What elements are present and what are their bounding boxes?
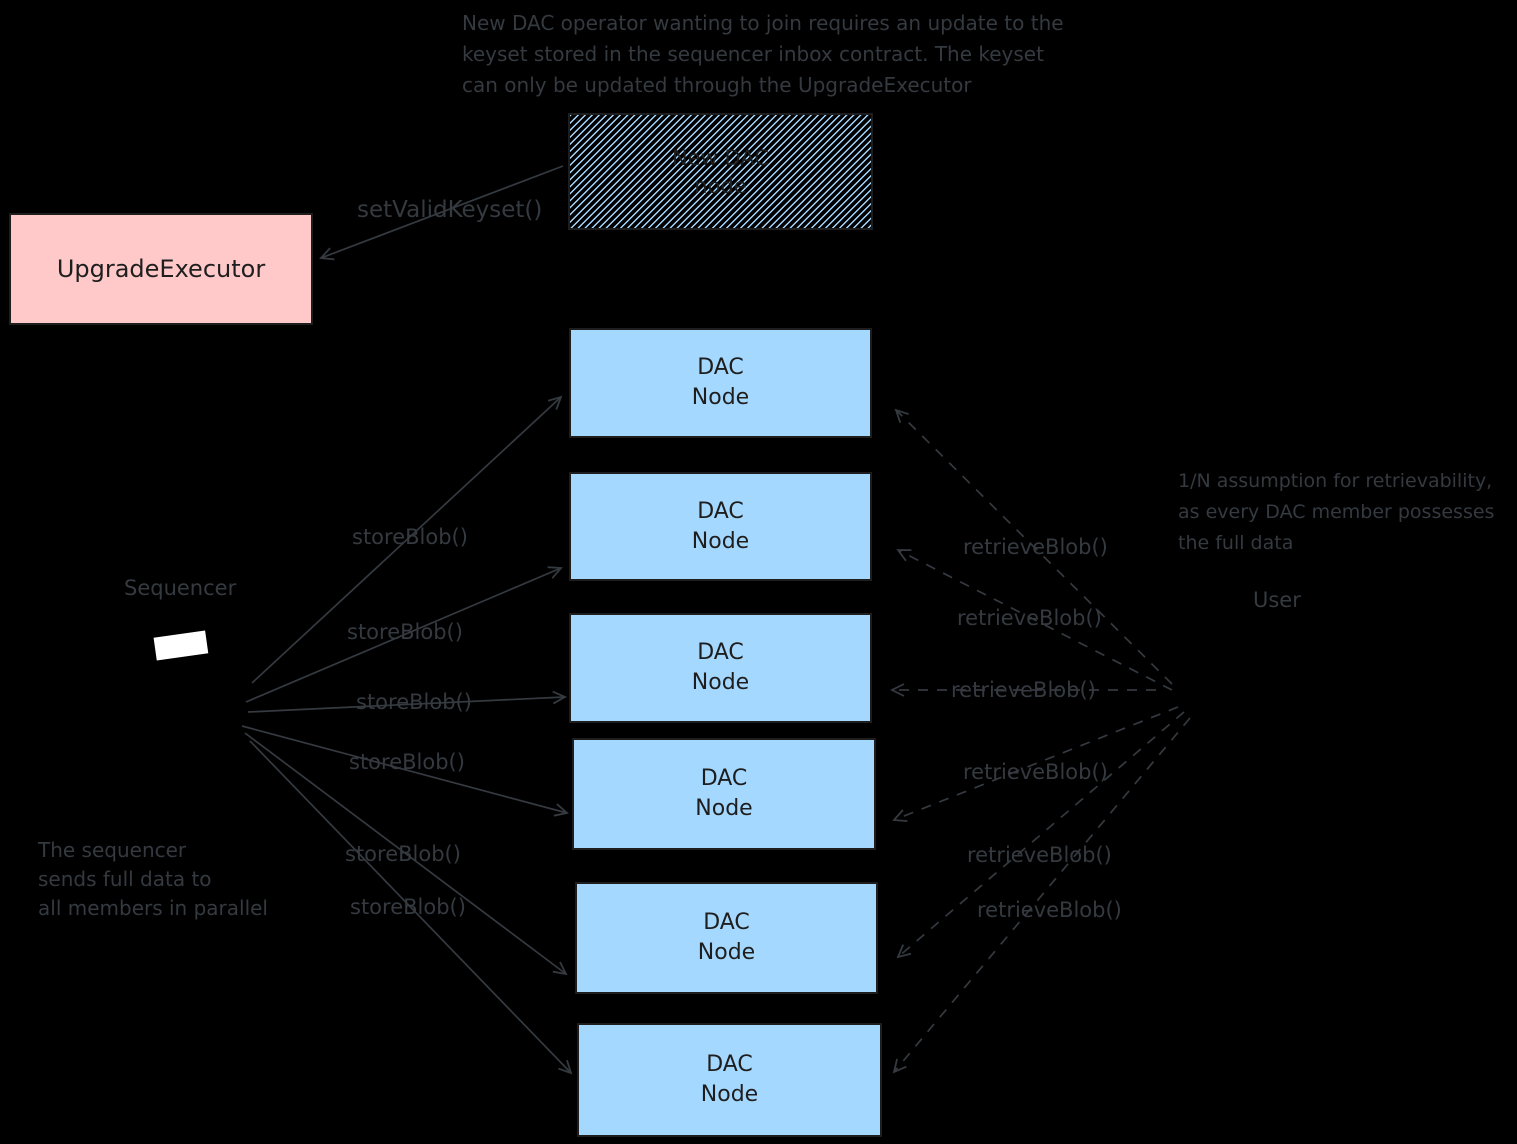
dac-node-label-line1: DAC <box>697 640 744 665</box>
dac-node-label-line2: Node <box>700 1082 759 1107</box>
store-blob-label-6: storeBlob() <box>350 895 466 919</box>
upgrade-executor-box: UpgradeExecutor <box>9 213 313 325</box>
sequencer-shape <box>153 630 209 661</box>
store-blob-label-3: storeBlob() <box>356 690 472 714</box>
store-blob-arrow-2 <box>245 568 561 703</box>
store-blob-arrow-3 <box>247 697 565 713</box>
dac-node-box-3: DAC Node <box>569 613 872 723</box>
retrieve-blob-arrow-4 <box>894 706 1179 820</box>
dac-node-label-line2: Node <box>695 796 753 821</box>
new-dac-node-label-line2: node <box>694 173 747 198</box>
one-of-n-assumption-note: 1/N assumption for retrievability, as ev… <box>1178 466 1494 559</box>
note-line: as every DAC member possesses <box>1178 501 1495 523</box>
note-line: can only be updated through the UpgradeE… <box>462 73 972 97</box>
retrieve-blob-label-1: retrieveBlob() <box>963 535 1108 559</box>
retrieve-blob-arrow-5 <box>898 711 1185 957</box>
note-line: The sequencer <box>38 838 187 862</box>
upgrade-executor-label: UpgradeExecutor <box>56 255 266 283</box>
retrieve-blob-arrow-6 <box>894 717 1191 1072</box>
retrieve-blob-label-4: retrieveBlob() <box>963 760 1108 784</box>
dac-node-label-line1: DAC <box>697 498 744 524</box>
retrieve-blob-label-3: retrieveBlob() <box>951 678 1096 702</box>
dac-node-label-line2: Node <box>691 528 750 554</box>
dac-node-box-2: DAC Node <box>569 472 872 581</box>
dac-node-box-5: DAC Node <box>575 882 878 994</box>
dac-node-label-line1: DAC <box>703 910 750 935</box>
user-label: User <box>1253 588 1301 612</box>
store-blob-label-5: storeBlob() <box>345 842 461 866</box>
retrieve-blob-label-6: retrieveBlob() <box>977 898 1122 922</box>
store-blob-label-1: storeBlob() <box>352 525 468 549</box>
dac-node-label-line2: Node <box>691 385 750 410</box>
note-line: sends full data to <box>38 867 212 891</box>
store-blob-arrow-6 <box>249 740 571 1073</box>
dac-node-label-line1: DAC <box>706 1052 753 1077</box>
retrieve-blob-label-2: retrieveBlob() <box>957 606 1102 630</box>
dac-node-box-1: DAC Node <box>569 328 872 438</box>
retrieve-blob-arrow-1 <box>896 410 1173 685</box>
store-blob-arrow-4 <box>241 725 567 813</box>
new-dac-node-label-line1: New DAC <box>672 145 769 170</box>
sequencer-parallel-note: The sequencer sends full data to all mem… <box>38 836 268 923</box>
dac-node-box-4: DAC Node <box>572 738 876 850</box>
dac-node-box-6: DAC Node <box>577 1023 882 1137</box>
note-line: New DAC operator wanting to join require… <box>462 11 1064 35</box>
dac-node-label-line2: Node <box>691 670 750 695</box>
retrieve-blob-label-5: retrieveBlob() <box>967 843 1112 867</box>
note-line: all members in parallel <box>38 896 268 920</box>
note-line: the full data <box>1178 532 1294 554</box>
store-blob-label-2: storeBlob() <box>347 620 463 644</box>
note-line: keyset stored in the sequencer inbox con… <box>462 42 1044 66</box>
set-valid-keyset-label: setValidKeyset() <box>357 197 543 223</box>
dac-node-label-line2: Node <box>697 940 756 965</box>
dac-node-label-line1: DAC <box>697 355 744 380</box>
store-blob-arrow-5 <box>244 732 566 974</box>
sequencer-label: Sequencer <box>124 576 237 600</box>
store-blob-arrow-1 <box>251 397 561 684</box>
new-dac-node-box: New DAC node <box>568 113 873 230</box>
keyset-update-note: New DAC operator wanting to join require… <box>462 8 1064 101</box>
store-blob-label-4: storeBlob() <box>349 750 465 774</box>
dac-node-label-line1: DAC <box>700 766 748 791</box>
note-line: 1/N assumption for retrievability, <box>1178 470 1493 492</box>
set-valid-keyset-arrow <box>321 165 564 258</box>
retrieve-blob-arrow-2 <box>898 550 1173 691</box>
